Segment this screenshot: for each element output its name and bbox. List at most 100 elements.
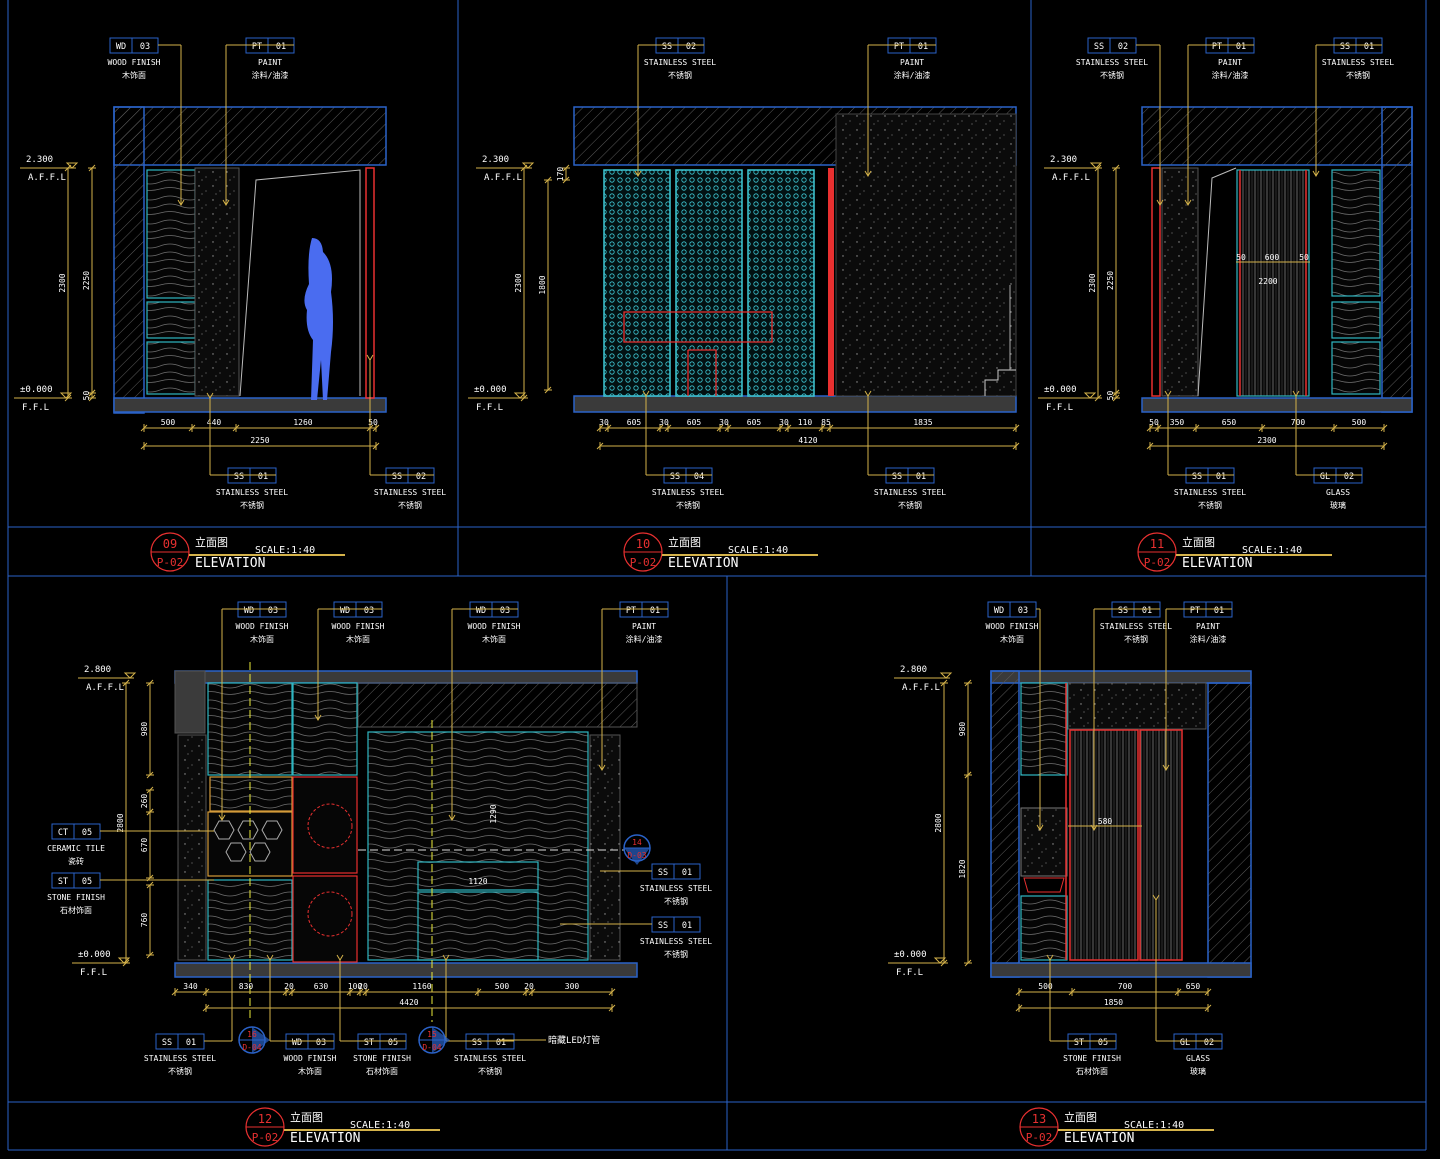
material-tag-code: PT	[1212, 42, 1222, 52]
ceiling-slab	[174, 670, 638, 684]
material-tag-name: PAINT	[632, 622, 656, 631]
material-tag-name: STONE FINISH	[1063, 1054, 1121, 1063]
dimension-value: 1820	[958, 859, 967, 878]
material-tag-number: 01	[916, 472, 926, 482]
dimension-value: 500	[495, 982, 510, 991]
dimension-tick	[88, 164, 96, 172]
material-tag-name: STAINLESS STEEL	[874, 488, 946, 497]
section-sheet: D-03	[627, 851, 646, 860]
level-value: ±0.000	[1044, 385, 1077, 395]
material-tag-number: 05	[388, 1038, 398, 1048]
material-tag-name: WOOD FINISH	[468, 622, 521, 631]
dimension-value: 630	[314, 982, 329, 991]
material-tag-name-cn: 木饰面	[482, 634, 506, 644]
section-number: 16	[247, 1030, 257, 1039]
dimension-value: 2800	[116, 813, 125, 832]
leader-arrow	[1184, 199, 1192, 206]
leader-arrow	[864, 170, 872, 177]
material-tag-name: STAINLESS STEEL	[644, 58, 716, 67]
dimension-tick	[146, 881, 154, 889]
dimension-tick	[1380, 442, 1388, 450]
material-tag-number: 03	[140, 42, 150, 52]
leader-arrow	[448, 814, 456, 821]
upper-cabinet	[1020, 682, 1068, 776]
material-tag-number: 01	[1214, 606, 1224, 616]
dimension-tick	[520, 394, 528, 402]
dimension-tick	[596, 424, 604, 432]
dimension-tick	[1146, 442, 1154, 450]
material-tag-number: 01	[650, 606, 660, 616]
level-label: A.F.F.L	[86, 683, 124, 693]
dimension-tick	[140, 424, 148, 432]
drawing-scale: SCALE:1:40	[728, 545, 788, 556]
material-tag-code: SS	[1340, 42, 1350, 52]
material-tag-number: 01	[918, 42, 928, 52]
material-tag-name-cn: 涂料/油漆	[252, 70, 289, 80]
material-tag-number: 01	[496, 1038, 506, 1048]
material-tag-name-cn: 涂料/油漆	[1190, 634, 1227, 644]
material-tag-number: 03	[316, 1038, 326, 1048]
dimension-tick	[346, 988, 354, 996]
dimension-tick	[146, 771, 154, 779]
drawing-title-cn: 立面图	[290, 1110, 323, 1124]
sheet-number: P-02	[1026, 1131, 1053, 1144]
dimension-tick	[1380, 424, 1388, 432]
drawing-title-en: ELEVATION	[290, 1131, 360, 1146]
material-tag-code: SS	[1094, 42, 1104, 52]
dimension-tick	[664, 424, 672, 432]
dimension-tick	[1015, 988, 1023, 996]
level-label: A.F.F.L	[28, 173, 66, 183]
dimension-value: 1260	[293, 418, 312, 427]
material-tag-name: WOOD FINISH	[236, 622, 289, 631]
level-label: F.F.L	[22, 403, 49, 413]
inner-dimension-value: 50	[1299, 253, 1309, 262]
leader-arrow	[366, 354, 374, 361]
wardrobe-drawer	[417, 891, 539, 961]
side-wall-right	[1207, 682, 1252, 978]
material-tag-name: WOOD FINISH	[986, 622, 1039, 631]
dimension-tick	[716, 424, 724, 432]
material-tag-name-cn: 木饰面	[346, 634, 370, 644]
material-tag-number: 02	[686, 42, 696, 52]
drawing-title-cn: 立面图	[195, 535, 228, 549]
dimension-tick	[544, 386, 552, 394]
dimension-tick	[1154, 424, 1162, 432]
dimension-tick	[146, 808, 154, 816]
dimension-value: 605	[747, 418, 762, 427]
dimension-tick	[940, 679, 948, 687]
material-tag-number: 01	[682, 868, 692, 878]
material-tag-name: STAINLESS STEEL	[454, 1054, 526, 1063]
material-tag-number: 02	[1204, 1038, 1214, 1048]
leader-arrow	[1046, 954, 1054, 961]
dimension-value: 2300	[58, 273, 67, 292]
sheet-number: P-02	[630, 556, 657, 569]
dimension-value: 50	[368, 418, 378, 427]
dimension-value: 30	[659, 418, 669, 427]
drawing-title-en: ELEVATION	[195, 556, 265, 571]
material-tag-name-cn: 不锈钢	[1100, 70, 1124, 80]
material-tag-name: STONE FINISH	[47, 893, 105, 902]
dimension-tick	[964, 679, 972, 687]
painted-wall	[194, 167, 240, 397]
level-label: F.F.L	[896, 968, 923, 978]
dimension-tick	[520, 164, 528, 172]
painted-wall	[835, 113, 1017, 397]
material-tag-code: GL	[1320, 472, 1330, 482]
steel-trim	[1151, 167, 1161, 397]
mesh-screen-panel	[603, 169, 671, 397]
material-tag-code: CT	[58, 828, 68, 838]
level-value: 2.300	[1050, 155, 1077, 165]
dimension-value: 650	[1186, 982, 1201, 991]
dimension-value: 605	[627, 418, 642, 427]
dimension-tick	[1015, 1004, 1023, 1012]
material-tag-code: SS	[472, 1038, 482, 1048]
wardrobe-drawer	[146, 301, 196, 339]
material-tag-number: 01	[682, 921, 692, 931]
leader-arrow	[314, 714, 322, 721]
dimension-tick	[64, 394, 72, 402]
material-tag-number: 04	[694, 472, 704, 482]
glass-door-right	[1139, 729, 1183, 961]
red-frame-outline	[623, 311, 773, 396]
drawing-number: 12	[258, 1112, 272, 1126]
section-marker-arrow	[432, 1027, 450, 1053]
